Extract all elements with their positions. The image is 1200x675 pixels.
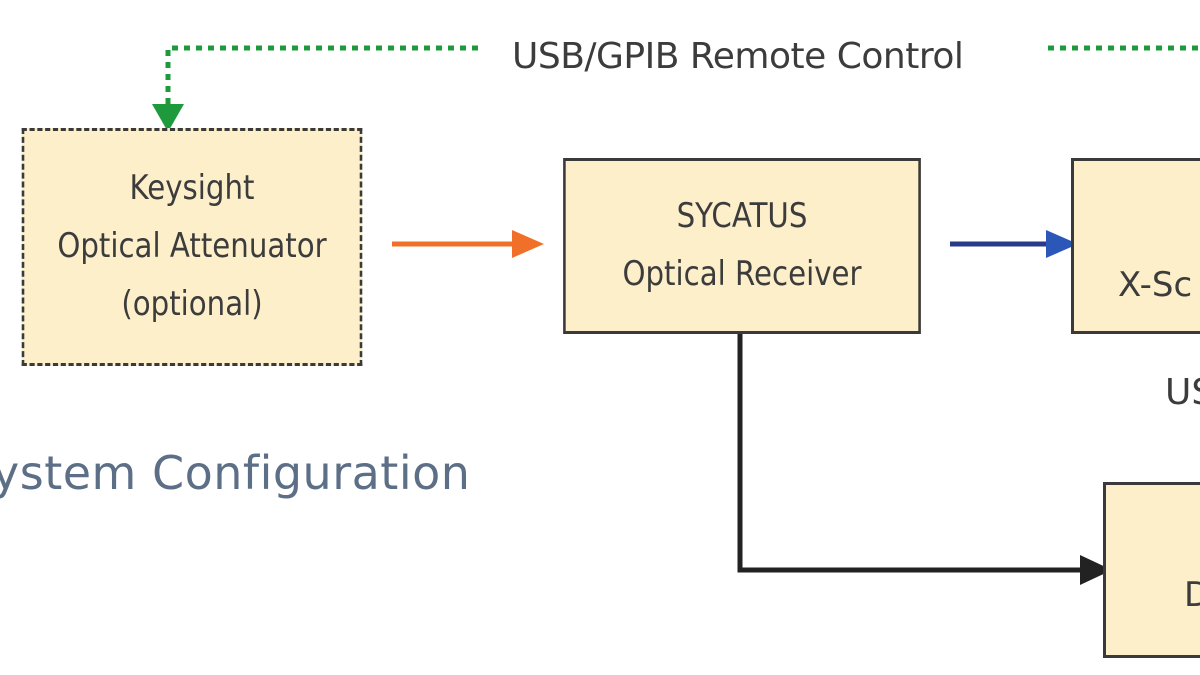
remote-control-arrowhead (152, 104, 184, 132)
optical-link-arrowhead (512, 230, 544, 258)
usb-label-fragment: US (1165, 372, 1200, 413)
scope-line-1: X-Sc (1118, 265, 1193, 306)
attenuator-line-1: Keysight (129, 168, 255, 209)
electrical-link-arrowhead (1046, 230, 1078, 258)
scope-box: X-Sc (1071, 158, 1200, 334)
signal-link (737, 332, 1084, 573)
receiver-line-2: Optical Receiver (622, 254, 862, 294)
receiver-line-1: SYCATUS (676, 196, 808, 237)
attenuator-box: Keysight Optical Attenuator (optional) (21, 128, 363, 366)
attenuator-line-2: Optical Attenuator (57, 226, 327, 267)
attenuator-line-3: (optional) (121, 283, 263, 324)
remote-control-label: USB/GPIB Remote Control (512, 36, 964, 77)
bottom-box: D (1103, 482, 1200, 658)
figure-caption: ystem Configuration (0, 446, 471, 500)
signal-link-arrowhead (1080, 555, 1112, 585)
remote-control-link (165, 45, 478, 112)
bottom-box-line-1: D (1184, 575, 1200, 616)
receiver-box: SYCATUS Optical Receiver (563, 158, 921, 334)
